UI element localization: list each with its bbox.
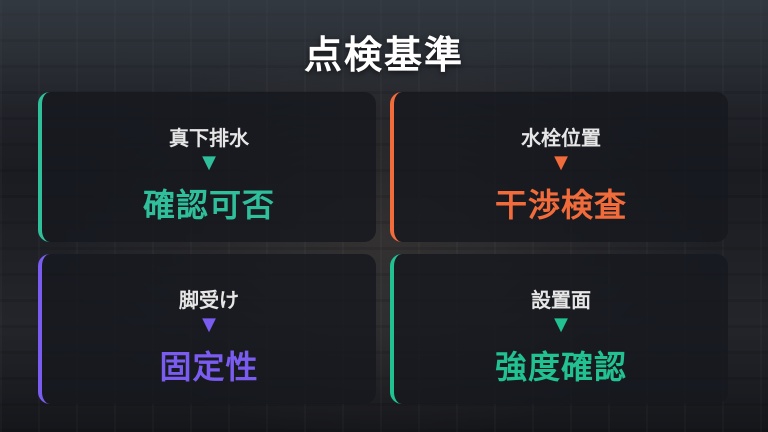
down-arrow-icon: ▼ xyxy=(554,314,568,335)
card-result: 強度確認 xyxy=(494,348,627,386)
card-result: 確認可否 xyxy=(142,186,275,224)
card-label: 脚受け xyxy=(179,288,239,312)
criteria-card-1: 真下排水 ▼ 確認可否 xyxy=(38,92,376,242)
card-result: 固定性 xyxy=(159,348,259,386)
page-title: 点検基準 xyxy=(303,33,464,77)
criteria-card-4: 設置面 ▼ 強度確認 xyxy=(390,254,728,404)
down-arrow-icon: ▼ xyxy=(554,152,568,173)
down-arrow-icon: ▼ xyxy=(202,314,216,335)
card-label: 水栓位置 xyxy=(521,126,601,150)
criteria-card-3: 脚受け ▼ 固定性 xyxy=(38,254,376,404)
card-label: 真下排水 xyxy=(169,126,249,150)
criteria-card-2: 水栓位置 ▼ 干渉検査 xyxy=(390,92,728,242)
down-arrow-icon: ▼ xyxy=(202,152,216,173)
card-label: 設置面 xyxy=(531,288,591,312)
card-result: 干渉検査 xyxy=(494,186,627,224)
